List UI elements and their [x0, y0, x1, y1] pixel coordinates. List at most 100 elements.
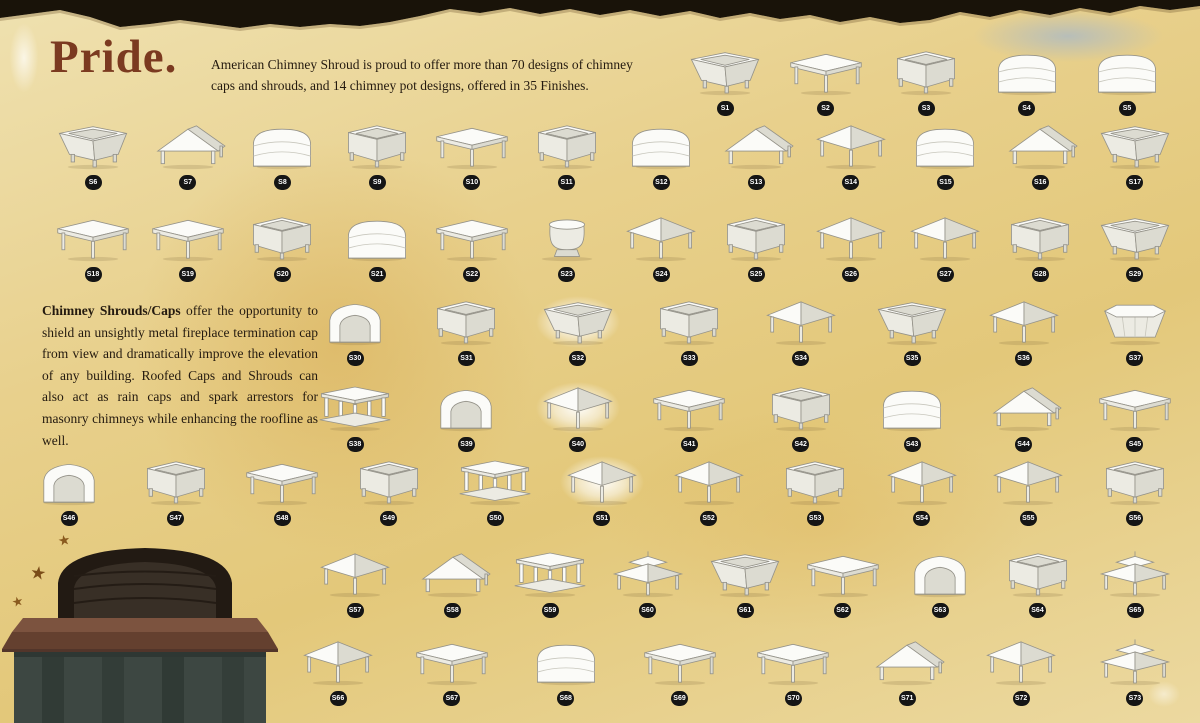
shroud-id-badge: S57 [346, 603, 364, 618]
shroud-id-badge: S42 [792, 437, 810, 452]
shroud-row-7: S57 S58 S59 S60 [312, 548, 1178, 618]
shroud-row-6: S46 S47 S48 S49 [26, 456, 1178, 526]
torn-paper-edge-shape [0, 0, 1200, 31]
shroud-item-S54: S54 [879, 456, 965, 526]
shroud-row-1: S1 S2 S3 S4 S5 [682, 46, 1170, 116]
shroud-barrel-illustration [335, 212, 419, 264]
shroud-gable-illustration [411, 548, 495, 600]
shroud-id-badge: S6 [84, 175, 102, 190]
shroud-hip-illustration [880, 456, 964, 508]
shroud-table-illustration [146, 212, 230, 264]
shroud-item-S73: S73 [1092, 636, 1178, 706]
shroud-item-S55: S55 [985, 456, 1071, 526]
shroud-id-badge: S4 [1018, 101, 1035, 116]
shroud-id-badge: S56 [1126, 511, 1144, 526]
shroud-item-S56: S56 [1092, 456, 1178, 526]
shroud-id-badge: S17 [1126, 175, 1144, 190]
shroud-item-S45: S45 [1092, 382, 1178, 452]
shroud-item-S1: S1 [682, 46, 768, 116]
shroud-id-badge: S59 [541, 603, 559, 618]
shroud-pot-illustration [525, 212, 609, 264]
shroud-flared-illustration [683, 46, 767, 98]
shroud-table-illustration [240, 456, 324, 508]
star-icon: ★ [28, 561, 48, 586]
shroud-flared-illustration [1093, 212, 1177, 264]
shroud-id-badge: S43 [903, 437, 921, 452]
shroud-id-badge: S64 [1029, 603, 1046, 618]
shroud-id-badge: S14 [842, 175, 860, 190]
shroud-id-badge: S50 [486, 511, 504, 526]
shroud-id-badge: S66 [329, 691, 347, 706]
shroud-item-S61: S61 [702, 548, 788, 618]
shroud-item-S11: S11 [524, 120, 610, 190]
shroud-hip-illustration [296, 636, 380, 688]
shroud-item-S59: S59 [507, 548, 593, 618]
shroud-id-badge: S39 [457, 437, 475, 452]
shroud-item-S28: S28 [997, 212, 1083, 282]
shroud-item-S51: S51 [559, 456, 645, 526]
shroud-id-badge: S69 [671, 691, 689, 706]
shroud-id-badge: S63 [931, 603, 949, 618]
shroud-hip-illustration [986, 456, 1070, 508]
shroud-gable-illustration [146, 120, 230, 172]
shroud-barrel-illustration [903, 120, 987, 172]
shroud-id-badge: S5 [1118, 101, 1136, 116]
shroud-hip-illustration [759, 296, 843, 348]
shroud-item-S40: S40 [535, 382, 621, 452]
shroud-gable-illustration [998, 120, 1082, 172]
shroud-item-S3: S3 [883, 46, 969, 116]
shroud-id-badge: S21 [368, 267, 386, 282]
shroud-id-badge: S67 [443, 691, 461, 706]
shroud-item-S26: S26 [808, 212, 894, 282]
shroud-item-S16: S16 [997, 120, 1083, 190]
shroud-item-S23: S23 [524, 212, 610, 282]
shroud-item-S58: S58 [410, 548, 496, 618]
shroud-row-2: S6 S7 S8 S9 S10 [50, 120, 1178, 190]
shroud-box-illustration [134, 456, 218, 508]
shroud-hip-illustration [982, 296, 1066, 348]
shroud-item-S64: S64 [995, 548, 1081, 618]
shroud-item-S25: S25 [713, 212, 799, 282]
shroud-id-badge: S19 [179, 267, 197, 282]
shroud-flared-illustration [870, 296, 954, 348]
shroud-id-badge: S68 [557, 691, 575, 706]
shroud-id-badge: S27 [936, 267, 954, 282]
shroud-id-badge: S41 [680, 437, 698, 452]
shroud-item-S71: S71 [864, 636, 950, 706]
shroud-barrel-illustration [240, 120, 324, 172]
shroud-column-illustration [313, 382, 397, 434]
shroud-column-illustration [453, 456, 537, 508]
shroud-box-illustration [714, 212, 798, 264]
shroud-flared-illustration [51, 120, 135, 172]
shroud-item-S10: S10 [429, 120, 515, 190]
shroud-id-badge: S29 [1126, 267, 1144, 282]
shroud-id-badge: S61 [736, 603, 754, 618]
page-title: Pride. [50, 31, 178, 83]
shroud-id-badge: S48 [273, 511, 291, 526]
shroud-pagoda-illustration [1093, 548, 1177, 600]
shroud-item-S15: S15 [902, 120, 988, 190]
shroud-hip-illustration [809, 120, 893, 172]
shroud-id-badge: S18 [84, 267, 102, 282]
shroud-item-S12: S12 [618, 120, 704, 190]
shroud-hip-illustration [559, 456, 644, 508]
shroud-table-illustration [784, 46, 868, 98]
shroud-hip-illustration [667, 456, 751, 508]
shroud-id-badge: S31 [457, 351, 475, 366]
shroud-table-illustration [751, 636, 835, 688]
shroud-box-illustration [759, 382, 843, 434]
shroud-id-badge: S3 [917, 101, 935, 116]
shroud-flared-illustration [535, 296, 620, 348]
shroud-item-S43: S43 [869, 382, 955, 452]
shroud-id-badge: S44 [1015, 437, 1033, 452]
shroud-item-S35: S35 [869, 296, 955, 366]
shroud-item-S46: S46 [26, 456, 112, 526]
shroud-box-illustration [347, 456, 431, 508]
shroud-item-S17: S17 [1092, 120, 1178, 190]
shroud-id-badge: S16 [1031, 175, 1049, 190]
shroud-id-badge: S34 [792, 351, 810, 366]
shroud-id-badge: S73 [1126, 691, 1144, 706]
shroud-id-badge: S10 [463, 175, 481, 190]
shroud-table-illustration [51, 212, 135, 264]
shroud-barrel-illustration [870, 382, 954, 434]
